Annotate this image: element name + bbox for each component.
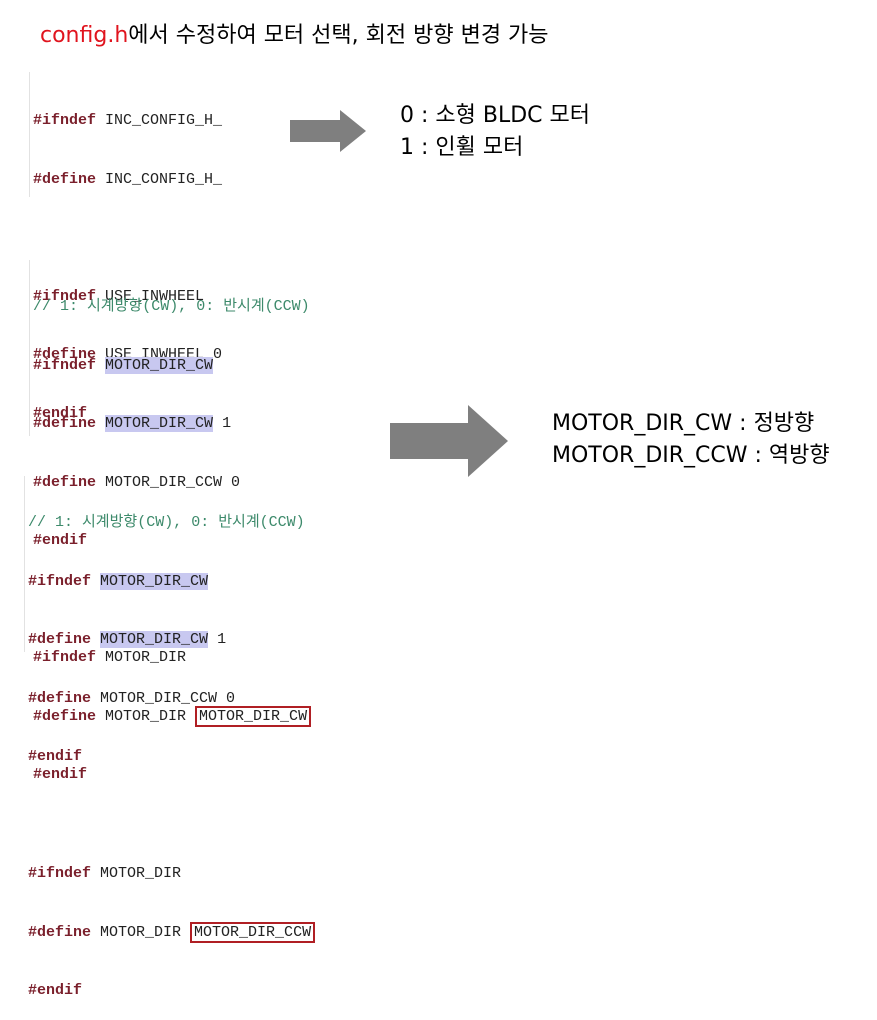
code-gutter-2 (29, 260, 30, 436)
code-line: #ifndef INC_CONFIG_H_ (33, 112, 223, 129)
code-line: #endif (33, 532, 88, 549)
code-comment: // 1: 시계방향(CW), 0: 반시계(CCW) (28, 514, 305, 531)
code-line: #define MOTOR_DIR_CCW 0 (33, 473, 241, 491)
code-line: #endif (33, 404, 88, 422)
code-gutter-3 (24, 476, 25, 652)
code-line: #ifndef MOTOR_DIR_CW (33, 356, 214, 374)
selected-text: MOTOR_DIR_CW (100, 631, 209, 648)
code-line-empty (28, 806, 315, 826)
code-line: #ifndef USE_INWHEEL (33, 287, 205, 305)
code-block-motor-dir-ccw: // 1: 시계방향(CW), 0: 반시계(CCW) #ifndef MOTO… (28, 474, 316, 1020)
code-line: #endif (28, 982, 83, 999)
code-comment: // 1: 시계방향(CW), 0: 반시계(CCW) (33, 298, 310, 315)
note-line: 1 : 인휠 모터 (400, 135, 524, 160)
code-line: #define MOTOR_DIR_CW 1 (33, 415, 232, 432)
page-title: config.h에서 수정하여 모터 선택, 회전 방향 변경 가능 (40, 17, 549, 49)
note-line: MOTOR_DIR_CCW : 역방향 (552, 443, 830, 468)
selected-text: MOTOR_DIR_CW (105, 415, 214, 432)
code-line: #endif (28, 748, 83, 765)
code-line: #define MOTOR_DIR MOTOR_DIR_CCW (28, 921, 316, 943)
code-line: #define INC_CONFIG_H_ (33, 170, 223, 188)
selected-text: MOTOR_DIR_CW (100, 572, 209, 590)
highlighted-value-ccw: MOTOR_DIR_CCW (190, 921, 316, 943)
direction-note: MOTOR_DIR_CW : 정방향 MOTOR_DIR_CCW : 역방향 (552, 408, 830, 472)
code-line (33, 228, 222, 248)
code-gutter-1 (29, 72, 30, 197)
note-line: 0 : 소형 BLDC 모터 (400, 103, 590, 128)
right-arrow-icon (390, 405, 508, 477)
selected-text: MOTOR_DIR_CW (105, 356, 214, 374)
note-line: MOTOR_DIR_CW : 정방향 (552, 411, 815, 436)
code-line: #ifndef MOTOR_DIR_CW (28, 572, 209, 590)
code-line: #ifndef MOTOR_DIR (28, 865, 182, 882)
code-line: #define MOTOR_DIR_CCW 0 (28, 689, 236, 707)
right-arrow-icon (290, 110, 366, 152)
title-text: 에서 수정하여 모터 선택, 회전 방향 변경 가능 (128, 23, 549, 48)
title-filename: config.h (40, 23, 129, 48)
inwheel-note: 0 : 소형 BLDC 모터 1 : 인휠 모터 (400, 100, 590, 164)
code-line: #define MOTOR_DIR_CW 1 (28, 631, 227, 648)
